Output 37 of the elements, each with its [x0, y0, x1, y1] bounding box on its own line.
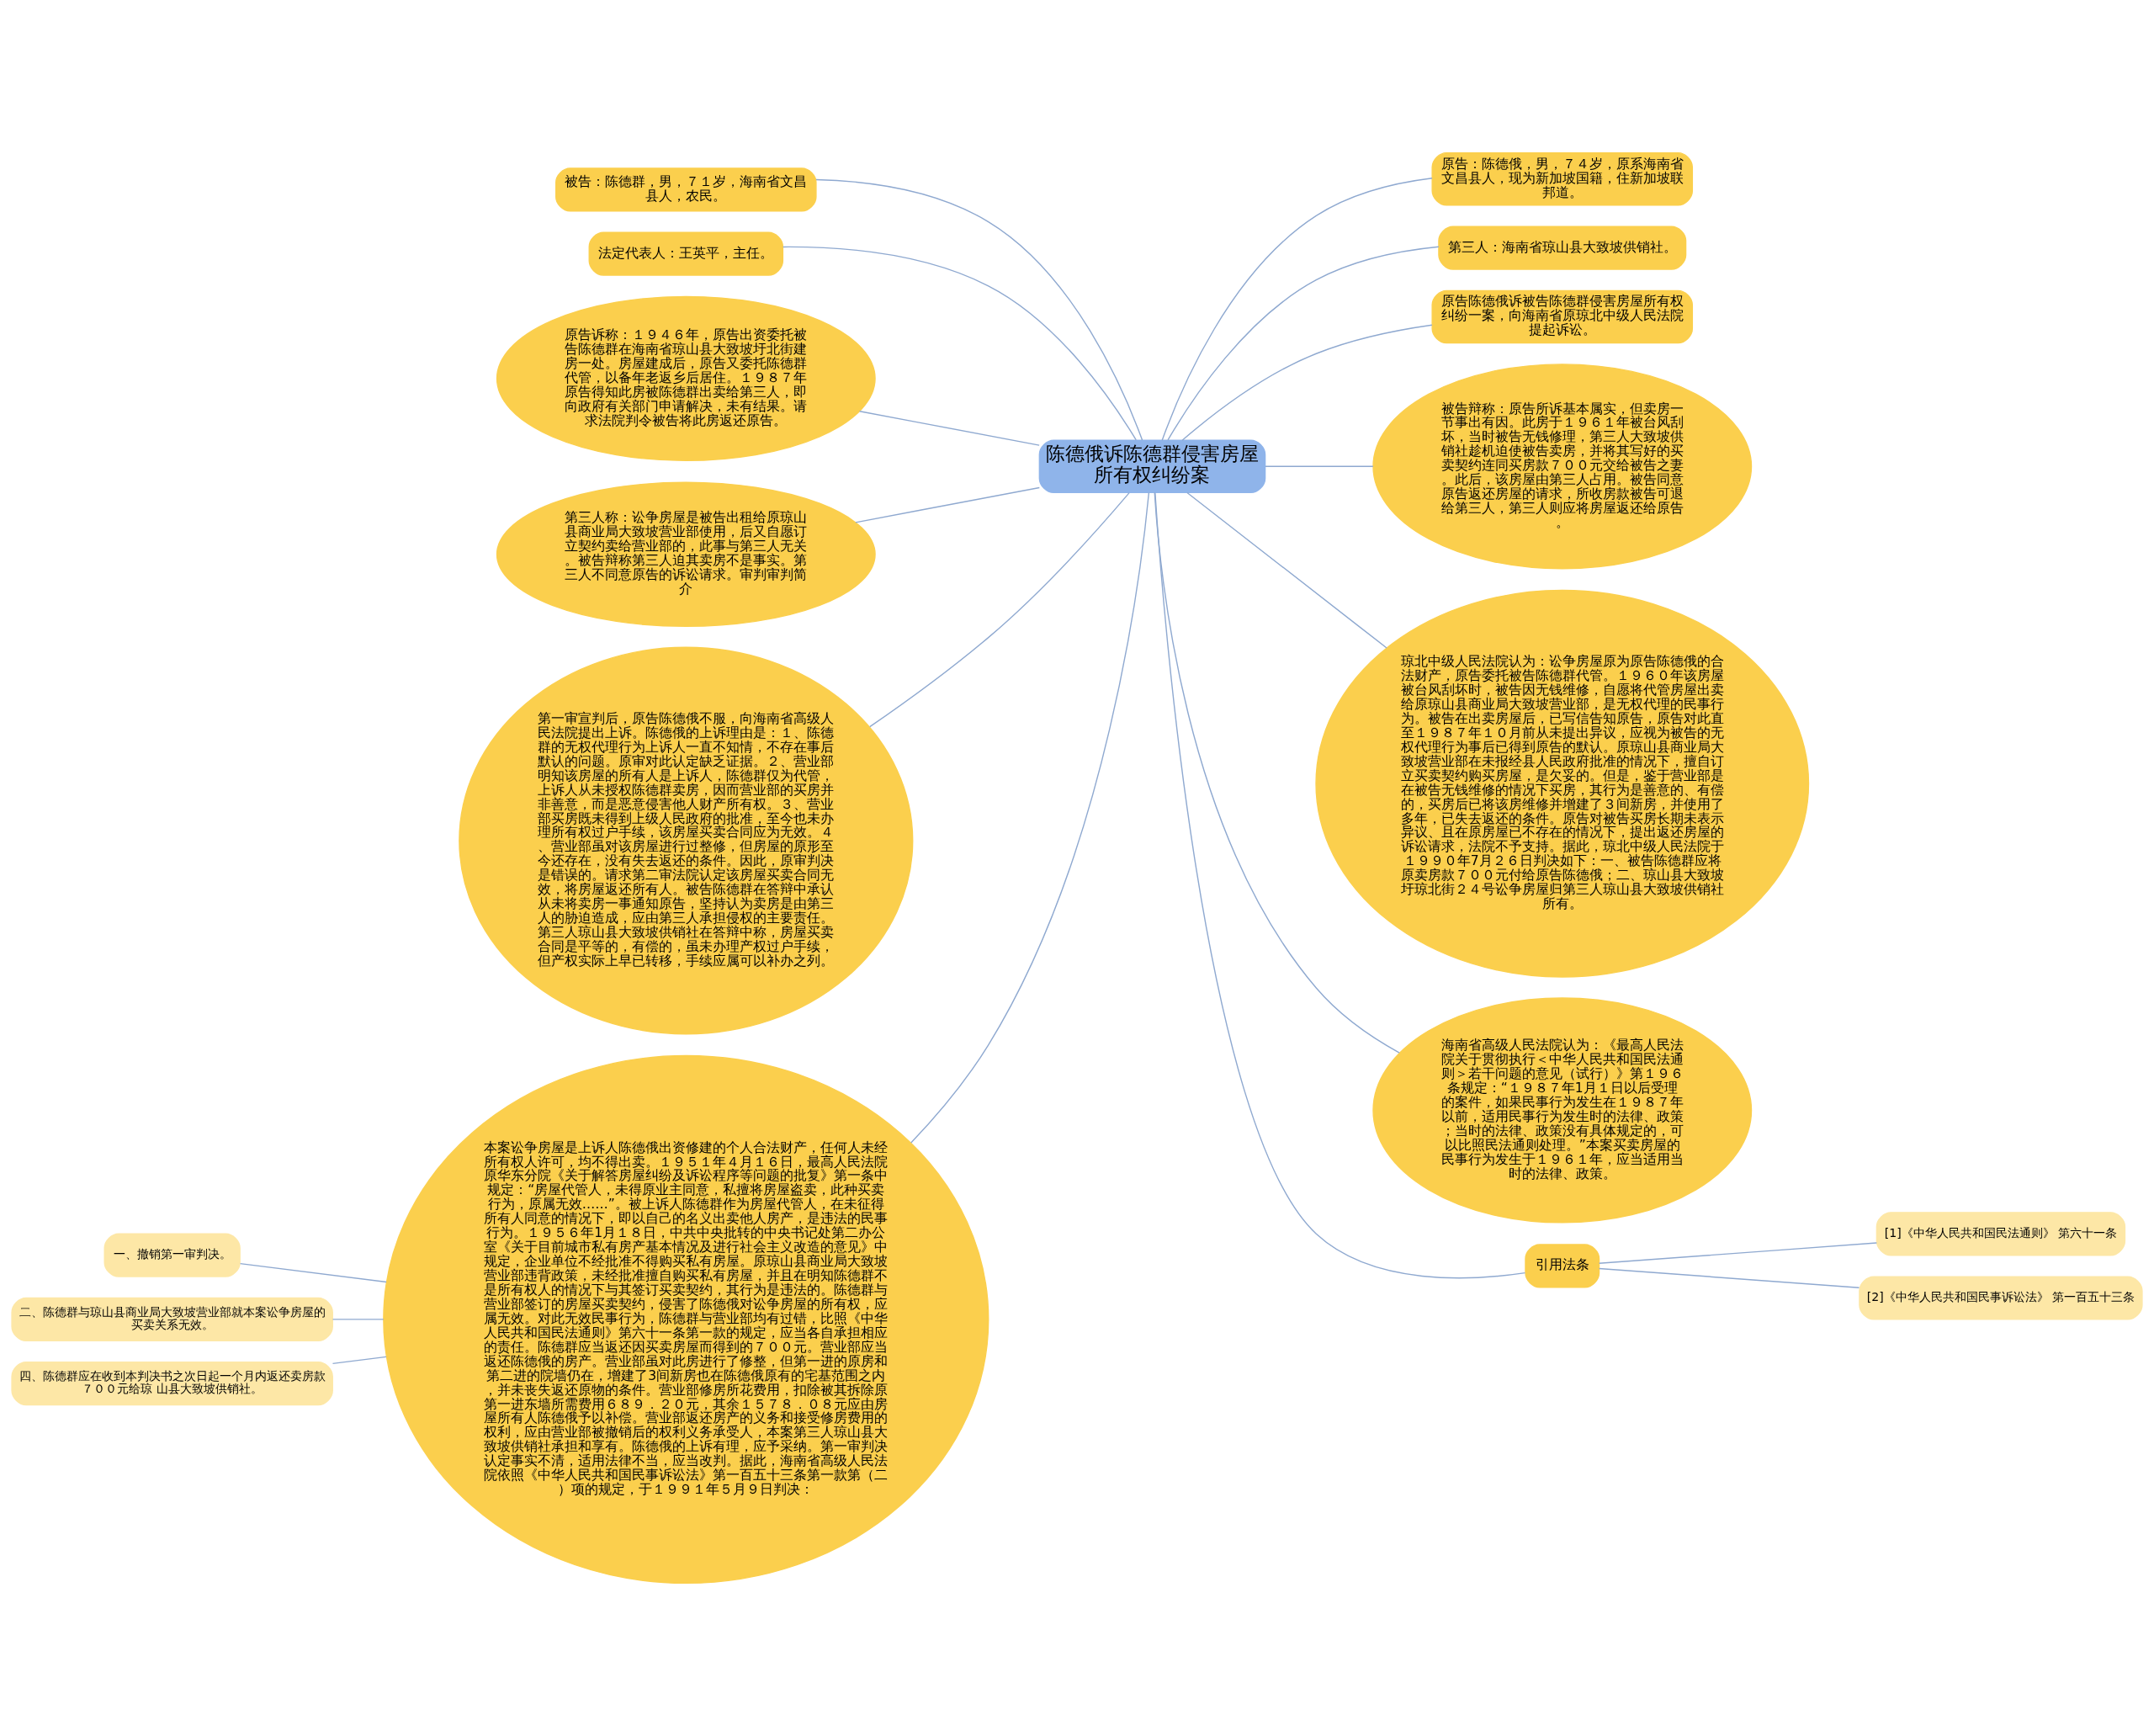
node-box: 四、陈德群应在收到本判决书之次日起一个月内返还卖房款７００元给琼 山县大致坡供销社。 [11, 1362, 333, 1406]
node-ellipse: 琼北中级人民法院认为：讼争房屋原为原告陈德俄的合法财产，原告委托被告陈德群代管。１９６０年该房屋被台风刮坏时，被告因无钱维修，自愿将代管房屋出卖给原琼山县商业局大致坡营业部，是无权代理的民事行为。被告在出卖房屋后，已写信告知原告，原告对此直至１９８７年１０月前从未提出异议，应视为被告的无权代理行为事后已得到原告的默认。原琼山县商业局大致坡营业部在未报经县人民政府批准的情况下，擅自订立买卖契约购买房屋，是欠妥的。但是，鉴于营业部是在被告无钱维修的情况下买房，其行为是善意的、有偿的，买房后已将该房维修并增建了３间新房，并使用了多年，已失去返还的条件。原告对被告买房长期未表示异议、且在原房屋已不存在的情况下，提出返还房屋的诉讼请求，法院不予支持。据此，琼北中级人民法院于１９９０年7月２６日判决如下：一、被告陈德群应将原卖房款７００元付给原告陈德俄；二、琼山县大致坡圩琼北街２４号讼争房屋归第三人琼山县大致坡供销社所有。 [1315, 589, 1810, 978]
connector [332, 1356, 387, 1365]
node-ellipse: 第一审宣判后，原告陈德俄不服，向海南省高级人民法院提出上诉。陈德俄的上诉理由是：１、陈德群的无权代理行为上诉人一直不知情，不存在事后默认的问题。原审对此认定缺乏证据。２、营业部明知该房屋的所有人是上诉人，陈德群仅为代管，上诉人从未授权陈德群卖房，因而营业部的买房并非善意，而是恶意侵害他人财产所有权。３、营业部买房既未得到上级人民政府的批准，至今也未办理所有权过户手续，该房屋买卖合同应为无效。４、营业部虽对该房屋进行过整修，但房屋的原形至今还存在，没有失去返还的条件。因此，原审判决是错误的。请求第二审法院认定该房屋买卖合同无效，将房屋返还所有人。被告陈德群在答辩中承认从未将卖房一事通知原告，坚持认为卖房是由第三人的胁迫造成，应由第三人承担侵权的主要责任。第三人琼山县大致坡供销社在答辩中称，房屋买卖合同是平等的，有偿的，虽未办理产权过户手续，但产权实际上早已转移，手续应属可以补办之列。 [459, 646, 914, 1035]
node-box: 法定代表人：王英平，主任。 [588, 231, 784, 276]
node-ellipse: 本案讼争房屋是上诉人陈德俄出资修建的个人合法财产，任何人未经所有权人许可，均不得出卖。１９５１年４月１６日，最高人民法院原华东分院《关于解答房屋纠纷及诉讼程序等问题的批复》第一条中规定：“房屋代管人，未得原业主同意，私擅将房屋盗卖，此种买卖行为，原属无效……”。被上诉人陈德群作为房屋代管人，在未征得所有人同意的情况下，即以自己的名义出卖他人房产，是违法的民事行为。１９５６年1月１８日，中共中央批转的中央书记处第二办公室《关于目前城市私有房产基本情况及进行社会主义改造的意见》中规定，企业单位不经批准不得购买私有房屋。原琼山县商业局大致坡营业部违背政策，未经批准擅自购买私有房屋，并且在明知陈德群不是所有权人的情况下与其签订买卖契约，其行为是违法的。陈德群与营业部签订的房屋买卖契约，侵害了陈德俄对讼争房屋的所有权，应属无效。对此无效民事行为，陈德群与营业部均有过错，比照《中华人民共和国民法通则》第六十一条第一款的规定，应当各自承担相应的责任。陈德群应当返还因买卖房屋而得到的７００元。营业部应当返还陈德俄的房产。营业部虽对此房进行了修整，但第一进的原房和第二进的院墙仍在，增建了3间新房也在陈德俄原有的宅基范围之内，并未丧失返还原物的条件。营业部修房所花费用，扣除被其拆除原第一进东墙所需费用６８９．２０元，其余１５７８．０８元应由房屋所有人陈德俄予以补偿。营业部返还房产的义务和接受修房费用的权利，应由营业部被撤销后的权利义务承受人，本案第三人琼山县大致坡供销社承担和享有。陈德俄的上诉有理，应予采纳。第一审判决认定事实不清，适用法律不当，应当改判。据此，海南省高级人民法院依照《中华人民共和国民事诉讼法》第一百五十三条第一款第（二）项的规定，于１９９１年５月９日判决： [383, 1054, 989, 1585]
connector [1161, 178, 1433, 441]
node-box: 引用法条 [1525, 1244, 1600, 1288]
node-box: 一、撤销第一审判决。 [103, 1233, 241, 1277]
connector [855, 486, 1041, 523]
connector [1181, 324, 1433, 441]
connector [858, 411, 1040, 446]
node-box: [2]《中华人民共和国民事诉讼法》 第一百五十三条 [1859, 1276, 2143, 1320]
connector [1186, 491, 1387, 649]
node-ellipse: 第三人称：讼争房屋是被告出租给原琼山县商业局大致坡营业部使用，后又自愿订立契约卖给营业部的，此事与第三人无关。被告辩称第三人迫其卖房不是事实。第三人不同意原告的诉讼请求。审判审判简介 [496, 481, 876, 628]
connector [239, 1262, 387, 1283]
connector [1598, 1242, 1878, 1264]
node-ellipse: 被告辩称：原告所诉基本属实，但卖房一节事出有因。此房于１９６１年被台风刮坏，当时被告无钱修理，第三人大致坡供销社趁机迫使被告卖房，并将其写好的买卖契约连同买房款７００元交给被告之妻。此后，该房屋由第三人占用。被告同意原告返还房屋的请求，所收房款被告可退给第三人，第三人则应将房屋返还给原告。 [1372, 364, 1753, 570]
connector [332, 1319, 385, 1320]
connector [1265, 465, 1374, 468]
node-box: 陈德俄诉陈德群侵害房屋所有权纠纷案 [1038, 439, 1266, 494]
connector [869, 491, 1130, 728]
connector [1154, 492, 1526, 1279]
node-box: [1]《中华人民共和国民法通则》 第六十一条 [1875, 1212, 2126, 1256]
connector [815, 178, 1143, 441]
node-box: 原告：陈德俄，男，７４岁，原系海南省文昌县人，现为新加坡国籍，住新加坡联邦道。 [1431, 151, 1694, 206]
connector [782, 246, 1137, 441]
node-box: 被告：陈德群，男，７１岁，海南省文昌县人，农民。 [555, 167, 817, 212]
node-box: 第三人：海南省琼山县大致坡供销社。 [1438, 226, 1687, 270]
connector [1154, 491, 1400, 1054]
connector [1598, 1267, 1860, 1288]
node-box: 原告陈德俄诉被告陈德群侵害房屋所有权纠纷一案，向海南省原琼北中级人民法院提起诉讼。 [1431, 289, 1694, 344]
connector [910, 491, 1150, 1144]
node-ellipse: 原告诉称：１９４６年，原告出资委托被告陈德群在海南省琼山县大致坡圩北街建房一处。房屋建成后，原告又委托陈德群代管，以备年老返乡后居住。１９８７年原告得知此房被陈德群出卖给第三人，即向政府有关部门申请解决，未有结果。请求法院判令被告将此房返还原告。 [496, 295, 876, 462]
node-ellipse: 海南省高级人民法院认为：《最高人民法院关于贯彻执行＜中华人民共和国民法通则＞若干问题的意见（试行）》第１９６条规定：“１９８７年1月１日以后受理的案件，如果民事行为发生在１９８７年以前，适用民事行为发生时的法律、政策；当时的法律、政策没有具体规定的，可以比照民法通则处理。”本案买卖房屋的民事行为发生于１９６１年，应当适用当时的法律、政策。 [1372, 997, 1753, 1224]
connector [1167, 246, 1440, 441]
node-box: 二、陈德群与琼山县商业局大致坡营业部就本案讼争房屋的买卖关系无效。 [11, 1297, 333, 1342]
